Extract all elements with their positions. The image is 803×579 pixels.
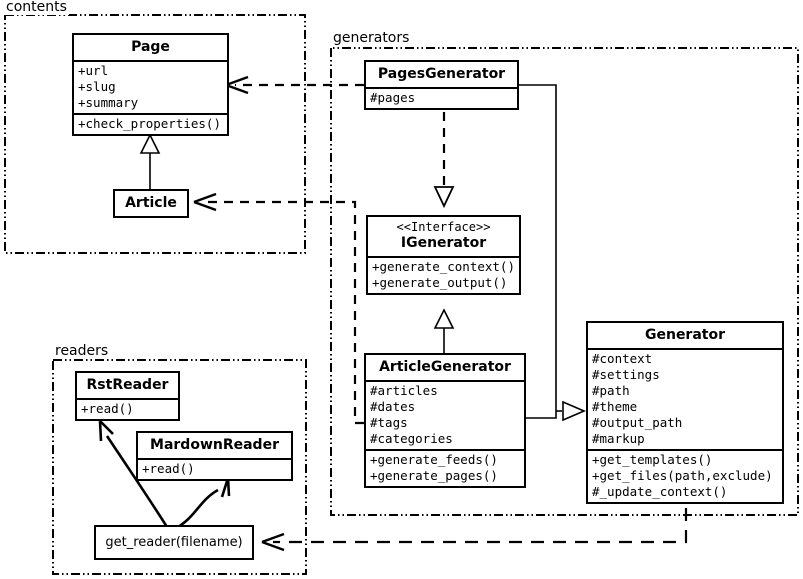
class-article-title: Article [125,195,177,211]
class-pages-generator-attributes: #pages [366,87,517,108]
dependency-arrowhead-get_reader [261,532,285,552]
operation: #_update_context() [592,484,728,499]
class-mardown-reader-title: MardownReader [150,437,279,453]
operation: +read() [142,461,195,476]
operation: +get_templates() [592,452,713,467]
class-rst-reader-title: RstReader [86,377,169,393]
class-article-generator-title: ArticleGenerator [379,359,511,375]
attribute: #settings [592,367,660,382]
class-article-generator-attributes: #articles #dates #tags #categories [366,380,524,449]
class-mardown-reader-operations: +read() [138,458,291,479]
operation: +read() [81,401,134,416]
class-article[interactable]: Article [113,189,189,218]
operation: +get_files(path,exclude) [592,468,773,483]
attribute: +url [78,63,109,78]
edge-generator-uses-get_reader [273,508,688,544]
class-generator-attributes: #context #settings #path #theme #output_… [588,348,782,449]
attribute: #pages [370,90,416,105]
class-igenerator-operations: +generate_context() +generate_output() [368,256,519,293]
class-generator-operations: +get_templates() +get_files(path,exclude… [588,449,782,502]
class-rst-reader[interactable]: RstReader +read() [75,371,180,421]
attribute: #articles [370,383,438,398]
attribute: #markup [592,431,645,446]
class-page-attributes: +url +slug +summary [74,60,227,113]
class-mardown-reader[interactable]: MardownReader +read() [136,431,293,481]
generalization-arrowhead-page [139,133,161,154]
edge-articlegenerator-to-generator [526,411,557,419]
attribute: #theme [592,399,638,414]
class-article-generator-operations: +generate_feeds() +generate_pages() [366,449,524,486]
package-label-readers: readers [53,343,111,359]
attribute: +slug [78,79,116,94]
package-label-generators: generators [331,30,412,46]
attribute: #categories [370,431,453,446]
class-pages-generator[interactable]: PagesGenerator #pages [364,60,519,110]
operation: +generate_feeds() [370,452,498,467]
class-generator-title: Generator [644,327,725,343]
package-label-contents: contents [4,0,69,15]
dependency-arrowhead-article [193,192,217,212]
attribute: #output_path [592,415,683,430]
edge-get_reader-creates-mdreader [177,488,219,529]
operation: +check_properties() [78,116,221,131]
operation: +generate_context() [372,259,515,274]
realization-arrowhead-igenerator [433,186,455,209]
operation: +generate_pages() [370,468,498,483]
class-rst-reader-operations: +read() [77,398,178,419]
association-arrowhead-rstreader [98,420,114,442]
function-get-reader-title: get_reader(filename) [105,535,243,550]
attribute: #path [592,383,630,398]
attribute: #context [592,351,653,366]
class-page-operations: +check_properties() [74,113,227,134]
function-get-reader[interactable]: get_reader(filename) [94,525,254,560]
attribute: +summary [78,95,139,110]
class-igenerator[interactable]: <<Interface>> IGenerator +generate_conte… [366,215,521,295]
class-igenerator-title: IGenerator [400,235,487,251]
class-generator[interactable]: Generator #context #settings #path #them… [586,321,784,504]
dependency-arrowhead-page [225,75,249,95]
edge-articlegenerator-uses-article [203,200,364,425]
class-article-generator[interactable]: ArticleGenerator #articles #dates #tags … [364,353,526,488]
operation: +generate_output() [372,275,508,290]
class-igenerator-stereotype: <<Interface>> [396,220,491,234]
class-pages-generator-title: PagesGenerator [377,66,506,82]
class-page-title: Page [131,39,170,55]
generalization-arrowhead-igenerator [433,308,455,329]
class-page[interactable]: Page +url +slug +summary +check_properti… [72,33,229,136]
attribute: #dates [370,399,416,414]
generalization-arrowhead-generator [562,400,587,422]
attribute: #tags [370,415,408,430]
